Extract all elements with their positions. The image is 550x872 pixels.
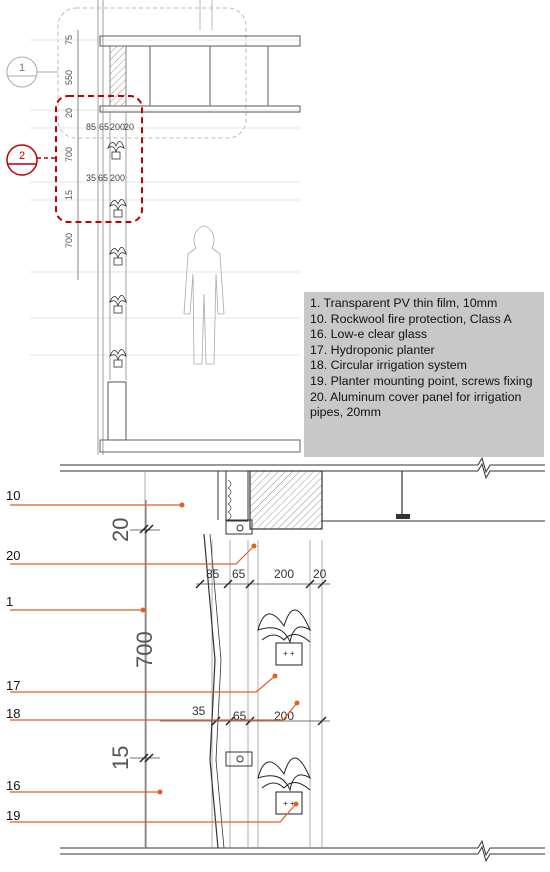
legend-item-1: 1. Transparent PV thin film, 10mm [310,296,498,310]
dim-20-top: 20 [64,108,74,118]
dim-85: 85 [206,567,220,581]
floor-slab [99,439,301,453]
pv-film [203,533,219,849]
callout-1-label: 1 [19,62,25,74]
legend-item-10: 10. Rockwool fire protection, Class A [310,311,512,326]
label-20: 20 [6,548,20,563]
dim-200-a: 200 [274,567,294,581]
callout-1: 1 [6,56,58,88]
rockwool-block [225,470,249,522]
pv-film-inner [209,533,225,849]
facade-lines [97,0,127,455]
floor-upstand [107,381,127,441]
dim-35: 35 [192,704,206,718]
dim-65-top: 65 [99,122,109,132]
dim-200-top: 200 [110,122,125,132]
dim-15: 15 [108,746,133,770]
slab-top [99,35,301,47]
ceiling-hangers [149,46,269,106]
legend-item-18: 18. Circular irrigation system [310,358,467,373]
legend-box: 1. Transparent PV thin film, 10mm 10. Ro… [304,292,544,457]
dim-20-b: 20 [313,567,327,581]
dim-200-top-b: 200 [110,173,125,183]
cover-panel-bottom [225,751,253,767]
top-planters [107,141,127,368]
cover-panel-top [225,519,253,535]
break-line-bottom [60,839,545,863]
label-1: 1 [6,594,13,609]
label-18: 18 [6,706,20,721]
callout-2-label: 2 [19,150,25,162]
dim-700-top: 700 [64,147,74,162]
dim-85-top: 85 [86,122,96,132]
dim-75: 75 [64,35,74,45]
detail-planter-1: + + [257,609,312,666]
dim-700: 700 [132,631,157,668]
legend-item-16: 16. Low-e clear glass [310,327,428,342]
dim-65-a: 65 [232,567,246,581]
hanger-plate [396,514,410,519]
leader-dots [140,502,300,807]
irrigation-pipe-top [236,524,244,532]
dim-65-b: 65 [233,709,247,723]
detail-planter-2: + + [257,757,312,815]
detail-frame-2 [55,95,143,223]
dim-20-top-b: 20 [124,122,134,132]
svg-text:+ +: + + [283,799,295,808]
detail-frame-1 [57,7,247,139]
person-silhouette-upper [199,0,213,30]
label-16: 16 [6,778,20,793]
dim-35-top: 35 [86,173,96,183]
dim-15-top: 15 [64,190,74,200]
label-10: 10 [6,488,20,503]
guide-lines [30,39,300,356]
ceiling-panel [99,105,301,113]
label-19: 19 [6,808,20,823]
legend-item-20: 20. Aluminum cover panel for irrigation … [310,389,522,420]
legend-item-19: 19. Planter mounting point, screws fixin… [310,373,533,388]
dim-20: 20 [108,518,133,542]
svg-text:+ +: + + [283,649,295,658]
rockwool-fill [227,479,232,521]
dim-550: 550 [64,70,74,85]
top-beam [109,45,127,107]
dimension-ticks [139,524,154,763]
callout-2: 2 [6,95,143,223]
dim-65-top-b: 65 [98,173,108,183]
person-silhouette [183,225,225,365]
dim-700-mid: 700 [64,233,74,248]
detail-beam [249,470,323,530]
irrigation-pipe-bottom [236,755,244,763]
legend-item-17: 17. Hydroponic planter [310,342,435,357]
label-17: 17 [6,678,20,693]
glazing-lines [144,471,323,848]
dim-200-b: 200 [274,709,294,723]
leader-lines [10,504,298,823]
